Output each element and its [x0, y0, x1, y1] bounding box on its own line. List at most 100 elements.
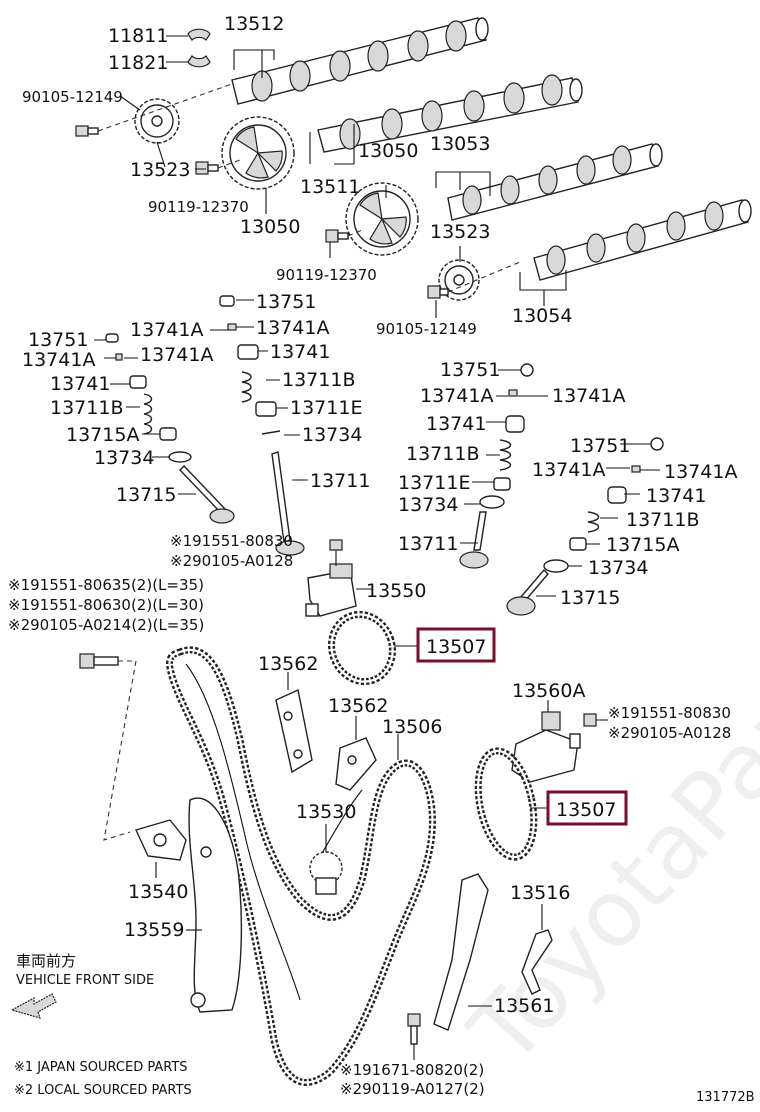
tensioner-13560A[interactable]: [511, 711, 581, 783]
front-label-en: VEHICLE FRONT SIDE: [16, 973, 154, 988]
camshaft-13054[interactable]: [533, 199, 752, 281]
front-label-jp: 車両前方: [16, 952, 76, 970]
camshaft-13511[interactable]: [317, 74, 583, 153]
label-13741A-mid-right: 13741A: [256, 317, 329, 339]
label-13741A-right-mid-2: 13741A: [552, 385, 625, 407]
label-13550: 13550: [366, 580, 426, 602]
label-13734-left: 13734: [94, 447, 154, 469]
label-90119-12370-right: 90119-12370: [276, 266, 377, 284]
label-13054: 13054: [512, 305, 572, 327]
valve-assembly-right-middle[interactable]: [459, 363, 534, 569]
label-13711-right-mid: 13711: [398, 533, 458, 555]
bolt-90119-left-icon[interactable]: [195, 161, 219, 175]
note-90105-A0214: ※290105-A0214(2)(L=35): [8, 616, 204, 634]
label-90105-12149-left: 90105-12149: [22, 88, 123, 106]
label-13711E-mid: 13711E: [290, 397, 362, 419]
sprocket-13523-right[interactable]: [438, 259, 480, 301]
vvt-gear-13050-right[interactable]: [345, 182, 419, 256]
bolt-91551-80830-top-icon[interactable]: [329, 539, 343, 551]
label-13741A-mid-left: 13741A: [130, 319, 203, 341]
chain-guide-13561[interactable]: [433, 873, 489, 1031]
legend-japan-sourced: ※1 JAPAN SOURCED PARTS: [14, 1060, 188, 1075]
label-11821: 11821: [108, 52, 168, 74]
sprocket-13523-left[interactable]: [134, 98, 180, 144]
label-13562-right: 13562: [328, 695, 388, 717]
note-90105-A0128-bottom: ※290105-A0128: [608, 724, 731, 742]
figure-code: 131772B: [696, 1090, 755, 1105]
highlight-box-13507-top: [416, 627, 496, 663]
label-13741-right: 13741: [646, 485, 706, 507]
bolt-90105-left-icon[interactable]: [75, 125, 99, 137]
label-13506: 13506: [382, 716, 442, 738]
label-11811: 11811: [108, 25, 168, 47]
valve-assembly-middle[interactable]: [219, 295, 305, 556]
bearing-11811-icon[interactable]: [187, 28, 211, 41]
label-13711B-left: 13711B: [50, 397, 123, 419]
note-91551-80630: ※191551-80630(2)(L=30): [8, 596, 204, 614]
label-13507-top: 13507: [426, 636, 486, 658]
chain-slipper-13559[interactable]: [188, 797, 243, 1013]
label-13516: 13516: [510, 882, 570, 904]
note-91551-80635: ※191551-80635(2)(L=35): [8, 576, 204, 594]
valve-assembly-left[interactable]: [105, 333, 235, 524]
note-91671-80820: ※191671-80820(2): [340, 1061, 484, 1079]
label-13741A-right-2: 13741A: [664, 461, 737, 483]
bolt-91551-80635-icon[interactable]: [79, 653, 119, 669]
label-13050-left: 13050: [240, 216, 300, 238]
label-13523-right: 13523: [430, 221, 490, 243]
label-13511: 13511: [300, 176, 360, 198]
label-13711-mid: 13711: [310, 470, 370, 492]
chain-guide-13562-right[interactable]: [335, 737, 377, 791]
label-13734-mid: 13734: [302, 424, 362, 446]
label-13751-left: 13751: [28, 329, 88, 351]
label-13715-left: 13715: [116, 484, 176, 506]
label-13561: 13561: [494, 995, 554, 1017]
bolt-90119-right-icon[interactable]: [325, 229, 349, 243]
label-13741-left: 13741: [50, 373, 110, 395]
label-13751-right-mid: 13751: [440, 359, 500, 381]
label-13715A-left: 13715A: [66, 424, 139, 446]
note-91551-80830-top: ※191551-80830: [170, 532, 293, 550]
chain-13507-top[interactable]: [322, 606, 402, 690]
label-13559: 13559: [124, 919, 184, 941]
label-90105-12149-right: 90105-12149: [376, 320, 477, 338]
tensioner-13550[interactable]: [305, 563, 357, 617]
label-13540: 13540: [128, 881, 188, 903]
label-13711B-right-mid: 13711B: [406, 443, 479, 465]
label-13751-right: 13751: [570, 435, 630, 457]
camshaft-13053[interactable]: [447, 143, 663, 221]
label-13530: 13530: [296, 801, 356, 823]
vvt-gear-13050-left[interactable]: [221, 116, 295, 190]
label-13741-mid: 13741: [270, 341, 330, 363]
crank-sprocket-13530[interactable]: [309, 851, 343, 895]
label-13741A-right-1: 13741A: [532, 459, 605, 481]
label-13562-left: 13562: [258, 653, 318, 675]
bolt-91551-80830-bottom-icon[interactable]: [583, 713, 597, 727]
label-13741-right-mid: 13741: [426, 413, 486, 435]
label-13711B-right: 13711B: [626, 509, 699, 531]
label-13734-right: 13734: [588, 557, 648, 579]
label-13741A-left-1: 13741A: [22, 349, 95, 371]
label-13507-bottom: 13507: [556, 799, 616, 821]
oil-jet-13516[interactable]: [521, 929, 553, 995]
label-13560A: 13560A: [512, 680, 585, 702]
label-13711B-mid: 13711B: [282, 369, 355, 391]
note-90119-A0127: ※290119-A0127(2): [340, 1080, 485, 1098]
tensioner-lever-13540[interactable]: [135, 819, 187, 861]
label-13512: 13512: [224, 13, 284, 35]
label-13050-right: 13050: [358, 140, 418, 162]
vehicle-front-arrow-icon: [10, 993, 57, 1019]
bolt-91671-80820-icon[interactable]: [407, 1013, 421, 1045]
bearing-11821-icon[interactable]: [187, 55, 211, 68]
label-13711E-right-mid: 13711E: [398, 472, 470, 494]
label-13734-right-mid: 13734: [398, 494, 458, 516]
valve-assembly-right[interactable]: [506, 437, 664, 616]
camshaft-13512[interactable]: [231, 17, 489, 105]
label-13751-mid: 13751: [256, 291, 316, 313]
chain-guide-13562-left[interactable]: [275, 688, 313, 774]
label-90119-12370-left: 90119-12370: [148, 198, 249, 216]
label-13523-left: 13523: [130, 159, 190, 181]
label-13053: 13053: [430, 133, 490, 155]
legend-local-sourced: ※2 LOCAL SOURCED PARTS: [14, 1083, 192, 1098]
